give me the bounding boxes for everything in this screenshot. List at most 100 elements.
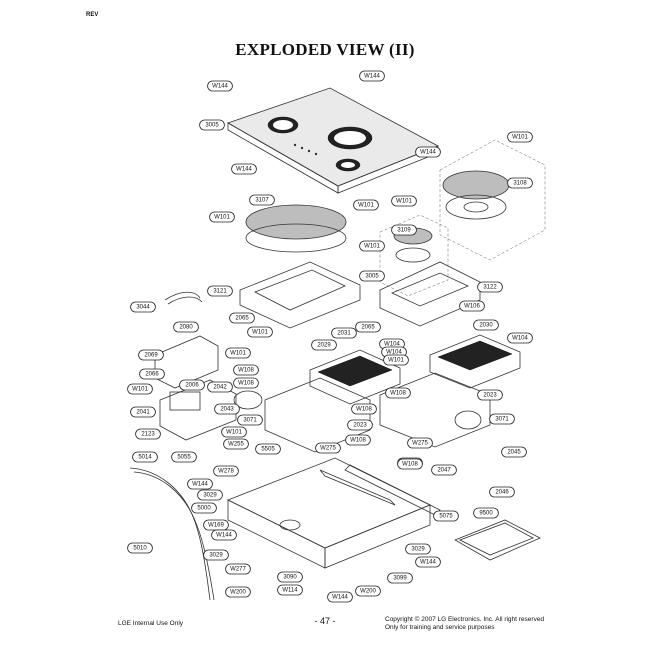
callout-label: W169	[208, 523, 224, 529]
callout-5010: 5010	[127, 542, 153, 554]
callout-3108: 3108	[507, 177, 533, 189]
callout-label: 3108	[513, 181, 527, 187]
callout-w101: W101	[247, 326, 273, 338]
callout-w108: W108	[345, 434, 371, 446]
callout-w275: W275	[407, 437, 433, 449]
callout-w278: W278	[213, 465, 239, 477]
callout-2065: 2065	[355, 321, 381, 333]
callout-2041: 2041	[130, 406, 156, 418]
callout-2123: 2123	[135, 428, 161, 440]
callout-w101: W101	[209, 211, 235, 223]
callout-label: W200	[360, 589, 376, 595]
callout-3122: 3122	[477, 281, 503, 293]
callout-3005: 3005	[359, 270, 385, 282]
callout-label: 3071	[495, 417, 509, 423]
callout-3109: 3109	[391, 224, 417, 236]
callout-2031: 2031	[331, 327, 357, 339]
callout-label: W108	[356, 407, 372, 413]
callout-w106: W106	[459, 300, 485, 312]
callout-5075: 5075	[433, 510, 459, 522]
callout-label: 9500	[479, 511, 493, 517]
callout-label: W255	[228, 442, 244, 448]
callout-2069: 2069	[138, 349, 164, 361]
callout-label: 5014	[138, 455, 152, 461]
callout-w108: W108	[233, 364, 259, 376]
callout-w255: W255	[223, 438, 249, 450]
callout-label: W101	[388, 358, 404, 364]
callout-label: W144	[216, 533, 232, 539]
callout-label: W144	[236, 167, 252, 173]
callout-label: 3122	[483, 285, 497, 291]
fan-right	[454, 410, 482, 430]
callout-label: W277	[230, 567, 246, 573]
callout-2066: 2066	[139, 368, 165, 380]
footer-internal-use: LGE Internal Use Only	[118, 620, 184, 627]
callout-label: 5505	[261, 447, 275, 453]
callout-w200: W200	[355, 585, 381, 597]
callout-label: W106	[464, 304, 480, 310]
callout-label: 2043	[220, 407, 234, 413]
callout-label: W144	[364, 74, 380, 80]
callout-w144: W144	[415, 146, 441, 158]
page-title: EXPLODED VIEW (II)	[235, 40, 415, 59]
callout-label: 2030	[479, 323, 493, 329]
callout-label: 5010	[133, 546, 147, 552]
callout-w108: W108	[385, 387, 411, 399]
callout-w169: W169	[203, 519, 229, 531]
callout-5000: 5000	[191, 502, 217, 514]
callout-w108: W108	[397, 458, 423, 470]
callout-label: W108	[402, 462, 418, 468]
footer-copyright: Copyright © 2007 LG Electronics. Inc. Al…	[385, 616, 544, 632]
heatsink-left	[264, 349, 401, 453]
callout-w108: W108	[351, 403, 377, 415]
callout-label: 2046	[495, 490, 509, 496]
callout-label: W144	[212, 84, 228, 90]
callout-2045: 2045	[501, 446, 527, 458]
bracket-3121	[239, 261, 361, 329]
callout-label: W104	[386, 350, 402, 356]
callout-label: W101	[364, 244, 380, 250]
callout-label: W104	[512, 336, 528, 342]
callout-label: 2029	[317, 343, 331, 349]
callout-label: W144	[192, 482, 208, 488]
callout-label: W278	[218, 469, 234, 475]
callout-w200: W200	[225, 586, 251, 598]
callout-label: 2023	[353, 423, 367, 429]
bracket-3122	[379, 261, 481, 327]
callout-2029: 2029	[311, 339, 337, 351]
callout-label: W104	[384, 342, 400, 348]
callout-label: 5000	[197, 506, 211, 512]
heater-large	[439, 139, 546, 261]
callout-label: 2042	[213, 385, 227, 391]
callout-label: 3107	[255, 198, 269, 204]
callout-label: 5075	[439, 514, 453, 520]
callout-2006: 2006	[179, 379, 205, 391]
heatsink-right	[379, 334, 521, 448]
callout-w108: W108	[233, 377, 259, 389]
callout-label: 3029	[209, 553, 223, 559]
callout-2043: 2043	[214, 403, 240, 415]
callout-2030: 2030	[473, 319, 499, 331]
callout-label: 2123	[141, 432, 155, 438]
callout-w144: W144	[359, 70, 385, 82]
callout-label: W108	[238, 368, 254, 374]
callout-2046: 2046	[489, 486, 515, 498]
callout-label: 2065	[361, 325, 375, 331]
callout-w144: W144	[327, 591, 353, 603]
callout-label: 2006	[185, 383, 199, 389]
callout-2047: 2047	[431, 464, 457, 476]
callout-label: W114	[282, 588, 298, 594]
callout-3029: 3029	[203, 549, 229, 561]
callout-label: W108	[238, 381, 254, 387]
callout-label: W144	[332, 595, 348, 601]
callout-label: 3099	[393, 576, 407, 582]
callout-2023: 2023	[347, 419, 373, 431]
copyright-line-2: Only for training and service purposes	[385, 624, 495, 631]
callout-label: 5055	[177, 455, 191, 461]
callout-label: W101	[214, 215, 230, 221]
callout-label: 2066	[145, 372, 159, 378]
callout-label: 3029	[203, 493, 217, 499]
cable-3044	[164, 291, 203, 305]
callout-w144: W144	[415, 556, 441, 568]
callout-w144: W144	[211, 529, 237, 541]
